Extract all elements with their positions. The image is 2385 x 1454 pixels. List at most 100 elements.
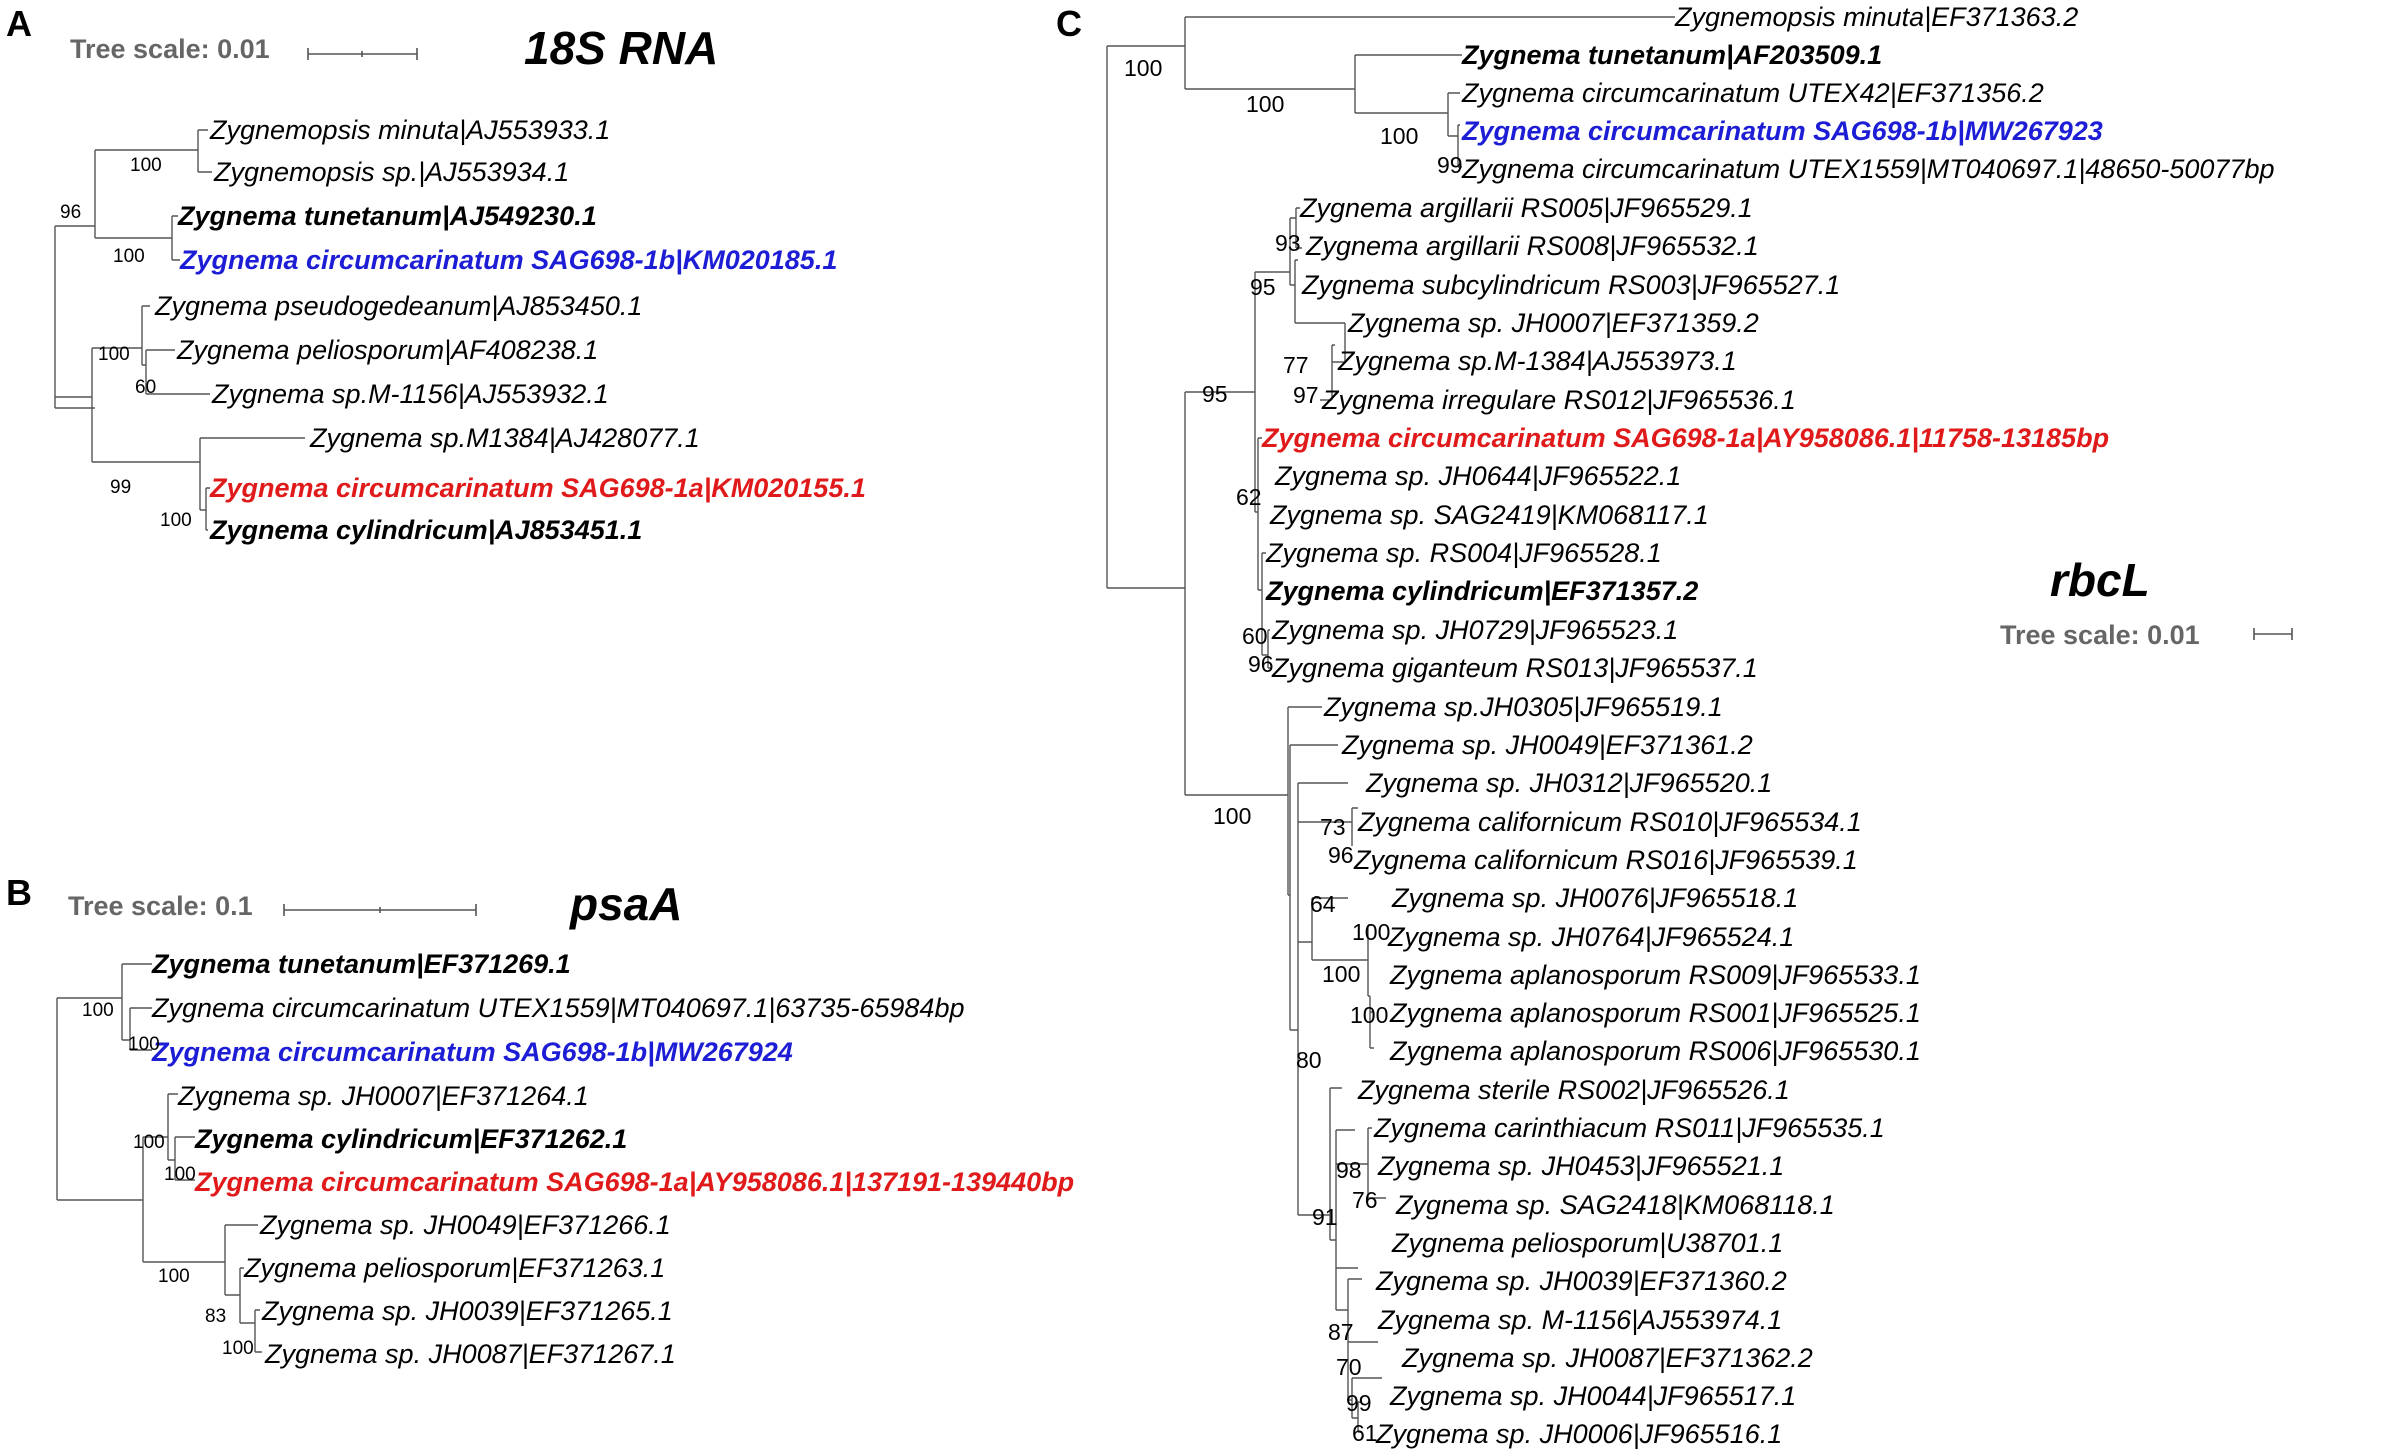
panel-a-scale-label: Tree scale: 0.01 [70, 34, 270, 64]
support-value: 100 [128, 1034, 160, 1055]
support-value: 62 [1236, 484, 1262, 510]
leaf: Zygnema sp. SAG2418|KM068118.1 [1395, 1190, 1835, 1220]
support-value: 96 [1248, 651, 1274, 677]
panel-a-scale-bar [307, 48, 418, 60]
leaf: Zygnema sp. JH0007|EF371264.1 [177, 1081, 589, 1111]
panel-c-scale-bar [2253, 628, 2293, 640]
panel-c-letter: C [1056, 3, 1082, 44]
support-value: 97 [1293, 382, 1319, 408]
support-value: 100 [164, 1164, 196, 1185]
leaf: Zygnemopsis minuta|AJ553933.1 [209, 115, 610, 145]
leaf: Zygnema peliosporum|AF408238.1 [176, 335, 598, 365]
leaf: Zygnema aplanosporum RS009|JF965533.1 [1389, 960, 1921, 990]
leaf: Zygnema sp. JH0007|EF371359.2 [1347, 308, 1759, 338]
leaf: Zygnema carinthiacum RS011|JF965535.1 [1373, 1113, 1885, 1143]
support-value: 100 [158, 1266, 190, 1287]
leaf: Zygnema sp. JH0729|JF965523.1 [1271, 615, 1678, 645]
leaf: Zygnema sp. JH0087|EF371267.1 [264, 1339, 676, 1369]
leaf: Zygnema cylindricum|EF371357.2 [1265, 576, 1698, 606]
leaf: Zygnema argillarii RS008|JF965532.1 [1305, 231, 1759, 261]
support-value: 100 [1322, 961, 1360, 987]
leaf: Zygnema sp. JH0049|EF371361.2 [1341, 730, 1753, 760]
support-value: 100 [222, 1338, 254, 1359]
support-value: 77 [1283, 352, 1309, 378]
support-value: 100 [1213, 803, 1251, 829]
leaf: Zygnema sp.M-1384|AJ553973.1 [1337, 346, 1737, 376]
leaf: Zygnema sp. JH0044|JF965517.1 [1389, 1381, 1796, 1411]
leaf: Zygnema circumcarinatum UTEX1559|MT04069… [1461, 154, 2274, 184]
leaf: Zygnema californicum RS010|JF965534.1 [1357, 807, 1862, 837]
leaf: Zygnema circumcarinatum SAG698-1b|MW2679… [1461, 116, 2103, 146]
leaf: Zygnema sterile RS002|JF965526.1 [1357, 1075, 1790, 1105]
support-value: 98 [1336, 1157, 1362, 1183]
support-value: 87 [1328, 1319, 1354, 1345]
leaf: Zygnema sp. JH0006|JF965516.1 [1375, 1419, 1782, 1449]
support-value: 70 [1336, 1354, 1362, 1380]
leaf: Zygnema argillarii RS005|JF965529.1 [1299, 193, 1753, 223]
leaf: Zygnema circumcarinatum SAG698-1b|KM0201… [179, 245, 837, 275]
panel-a-letter: A [6, 3, 32, 44]
panel-b-tree-branches [56, 963, 262, 1353]
support-value: 60 [135, 377, 156, 398]
leaf: Zygnemopsis minuta|EF371363.2 [1674, 2, 2078, 32]
leaf: Zygnema sp. JH0644|JF965522.1 [1274, 461, 1681, 491]
leaf: Zygnema tunetanum|AF203509.1 [1461, 40, 1882, 70]
support-value: 100 [133, 1132, 165, 1153]
support-value: 99 [1346, 1390, 1372, 1416]
support-value: 100 [113, 246, 145, 267]
leaf: Zygnema cylindricum|AJ853451.1 [209, 515, 642, 545]
panel-c-scale-label: Tree scale: 0.01 [2000, 620, 2200, 650]
support-value: 73 [1320, 814, 1346, 840]
support-value: 99 [110, 477, 131, 498]
panel-a-gene-title: 18S RNA [524, 22, 718, 74]
support-value: 100 [1352, 919, 1390, 945]
leaf: Zygnema circumcarinatum SAG698-1a|AY9580… [1261, 423, 2109, 453]
support-value: 61 [1352, 1420, 1378, 1446]
leaf: Zygnema sp. M-1156|AJ553974.1 [1377, 1305, 1782, 1335]
leaf: Zygnema pseudogedeanum|AJ853450.1 [154, 291, 642, 321]
panel-b-scale-label: Tree scale: 0.1 [68, 891, 253, 921]
leaf: Zygnema sp.M1384|AJ428077.1 [309, 423, 700, 453]
support-value: 96 [1328, 842, 1354, 868]
leaf: Zygnema circumcarinatum SAG698-1a|AY9580… [194, 1167, 1074, 1197]
leaf: Zygnema peliosporum|U38701.1 [1391, 1228, 1783, 1258]
support-value: 100 [1350, 1002, 1388, 1028]
support-value: 95 [1202, 381, 1228, 407]
support-value: 64 [1310, 891, 1336, 917]
panel-a-tree-branches [54, 129, 305, 531]
leaf: Zygnema giganteum RS013|JF965537.1 [1271, 653, 1758, 683]
panel-b-scale-bar [283, 904, 477, 916]
panel-c-tree-branches [1106, 16, 1675, 1433]
support-value: 100 [1124, 55, 1162, 81]
leaf: Zygnema sp. JH0312|JF965520.1 [1365, 768, 1772, 798]
leaf: Zygnema subcylindricum RS003|JF965527.1 [1301, 270, 1840, 300]
leaf: Zygnema aplanosporum RS001|JF965525.1 [1389, 998, 1921, 1028]
support-value: 99 [1437, 152, 1463, 178]
leaf: Zygnema tunetanum|EF371269.1 [151, 949, 571, 979]
leaf: Zygnema sp. SAG2419|KM068117.1 [1269, 500, 1709, 530]
panel-b: B Tree scale: 0.1 psaA Zygnema tunetanum… [6, 872, 1074, 1369]
support-value: 91 [1312, 1204, 1338, 1230]
support-value: 100 [160, 510, 192, 531]
leaf: Zygnemopsis sp.|AJ553934.1 [213, 157, 569, 187]
panel-b-gene-title: psaA [568, 878, 682, 930]
panel-b-letter: B [6, 872, 32, 913]
leaf: Zygnema sp.M-1156|AJ553932.1 [211, 379, 609, 409]
leaf: Zygnema peliosporum|EF371263.1 [243, 1253, 665, 1283]
support-value: 100 [1246, 91, 1284, 117]
leaf: Zygnema circumcarinatum UTEX42|EF371356.… [1461, 78, 2044, 108]
leaf: Zygnema sp.JH0305|JF965519.1 [1323, 692, 1723, 722]
leaf: Zygnema sp. JH0453|JF965521.1 [1377, 1151, 1784, 1181]
leaf: Zygnema sp. JH0039|EF371360.2 [1375, 1266, 1787, 1296]
leaf: Zygnema tunetanum|AJ549230.1 [177, 201, 597, 231]
support-value: 80 [1296, 1047, 1322, 1073]
leaf: Zygnema californicum RS016|JF965539.1 [1353, 845, 1858, 875]
panel-a: A Tree scale: 0.01 18S RNA Zygnemopsis m… [6, 3, 866, 545]
support-value: 96 [60, 202, 81, 223]
panel-c-gene-title: rbcL [2050, 554, 2150, 606]
panel-c: C rbcL Tree scale: 0.01 Zygnemopsis minu… [1056, 2, 2293, 1449]
leaf: Zygnema sp. RS004|JF965528.1 [1265, 538, 1662, 568]
leaf: Zygnema circumcarinatum SAG698-1b|MW2679… [151, 1037, 793, 1067]
leaf: Zygnema sp. JH0087|EF371362.2 [1401, 1343, 1813, 1373]
